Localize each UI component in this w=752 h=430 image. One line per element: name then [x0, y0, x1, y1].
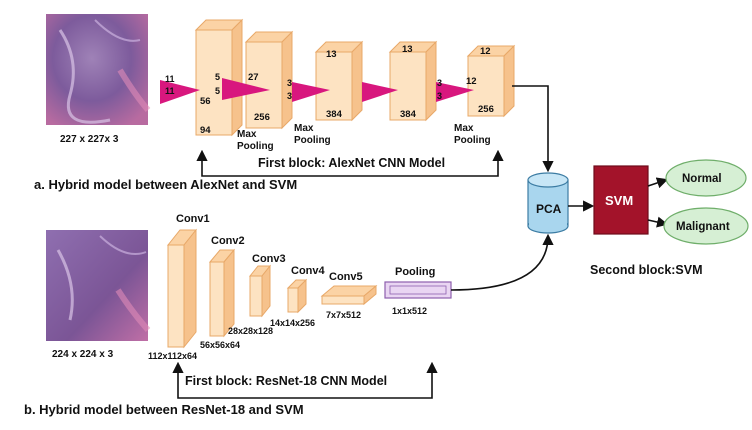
- pca-label: PCA: [536, 202, 562, 216]
- alexnet-cube5-h2: 12: [466, 76, 477, 87]
- alexnet-kernel1-a: 11: [165, 74, 175, 84]
- resnet-pooling-label: Pooling: [395, 266, 435, 278]
- pca-cylinder: [527, 172, 569, 234]
- resnet-pooling-box: [384, 281, 452, 299]
- malignant-output-ellipse: [663, 207, 749, 245]
- alexnet-cube1-w: 94: [200, 125, 211, 136]
- resnet-conv1-dim: 112x112x64: [148, 351, 197, 361]
- alexnet-kernel3-b: 3: [287, 91, 292, 101]
- alexnet-cube4-d: 384: [400, 109, 417, 120]
- alexnet-kernel2-b: 5: [215, 86, 220, 96]
- resnet-bracket: [172, 361, 438, 399]
- resnet-conv3-label: Conv3: [252, 253, 286, 265]
- second-block-label: Second block:SVM: [590, 263, 703, 277]
- alexnet-kernel2-a: 5: [215, 72, 220, 82]
- resnet-conv5-label: Conv5: [329, 271, 363, 283]
- alexnet-block-label: First block: AlexNet CNN Model: [258, 156, 445, 170]
- resnet-conv4-dim: 14x14x256: [270, 318, 315, 328]
- alexnet-kernel5-b: 3: [437, 91, 442, 101]
- alexnet-cube5-h: 12: [480, 46, 491, 57]
- alexnet-bracket: [196, 149, 504, 177]
- resnet-to-pca-arrow: [450, 233, 554, 291]
- alexnet-cube1-h: 56: [200, 96, 211, 107]
- svm-box: [593, 165, 649, 235]
- resnet-conv2-label: Conv2: [211, 235, 245, 247]
- alexnet-kernel-3: [292, 82, 330, 102]
- alexnet-kernel-4: [362, 82, 398, 102]
- normal-output-ellipse: [665, 159, 747, 197]
- resnet-conv4-slab: [286, 278, 308, 314]
- alexnet-cube-1: [194, 18, 244, 137]
- resnet-pooling-inner: [389, 285, 447, 295]
- alexnet-to-pca-arrow: [512, 85, 554, 173]
- resnet-caption: b. Hybrid model between ResNet-18 and SV…: [24, 402, 304, 417]
- resnet-conv5-dim: 7x7x512: [326, 310, 361, 320]
- alexnet-kernel5-a: 3: [437, 78, 442, 88]
- alexnet-cube4-h: 13: [402, 44, 413, 55]
- resnet-conv4-label: Conv4: [291, 265, 326, 277]
- alexnet-kernel3-a: 3: [287, 78, 292, 88]
- alexnet-cube2-h: 27: [248, 72, 259, 83]
- svm-to-normal-arrow: [647, 177, 669, 189]
- resnet-block-label: First block: ResNet-18 CNN Model: [185, 374, 387, 388]
- alexnet-cube-3: [314, 40, 364, 122]
- alexnet-cube3-h: 13: [326, 49, 337, 60]
- resnet-conv2-slab: [208, 248, 236, 338]
- normal-output-label: Normal: [682, 173, 722, 185]
- malignant-output-label: Malignant: [676, 221, 730, 233]
- alexnet-kernel-2: [222, 78, 270, 100]
- resnet-input-image: [46, 230, 151, 341]
- alexnet-input-size: 227 x 227x 3: [60, 134, 119, 145]
- alexnet-cube-5: [466, 44, 516, 118]
- resnet-conv3-dim: 28x28x128: [228, 326, 273, 336]
- resnet-input-size: 224 x 224 x 3: [52, 349, 114, 360]
- resnet-pooling-dim: 1x1x512: [392, 306, 427, 316]
- alexnet-caption: a. Hybrid model between AlexNet and SVM: [34, 177, 297, 192]
- svm-label: SVM: [605, 193, 633, 208]
- alexnet-kernel-5: [436, 82, 474, 102]
- alexnet-cube2-d: 256: [254, 112, 270, 123]
- alexnet-cube-4: [388, 40, 438, 122]
- alexnet-cube-2: [244, 30, 294, 130]
- alexnet-input-image: [46, 14, 151, 125]
- alexnet-cube3-d: 384: [326, 109, 343, 120]
- resnet-conv1-slab: [166, 228, 198, 349]
- alexnet-cube5-d: 256: [478, 104, 494, 115]
- alexnet-kernel-1: [160, 80, 200, 104]
- resnet-conv1-label: Conv1: [176, 213, 210, 225]
- alexnet-kernel1-b: 11: [165, 86, 175, 96]
- svm-to-malignant-arrow: [647, 216, 669, 228]
- resnet-conv5-slab: [320, 284, 378, 306]
- resnet-conv2-dim: 56x56x64: [200, 340, 240, 350]
- resnet-conv3-slab: [248, 264, 272, 318]
